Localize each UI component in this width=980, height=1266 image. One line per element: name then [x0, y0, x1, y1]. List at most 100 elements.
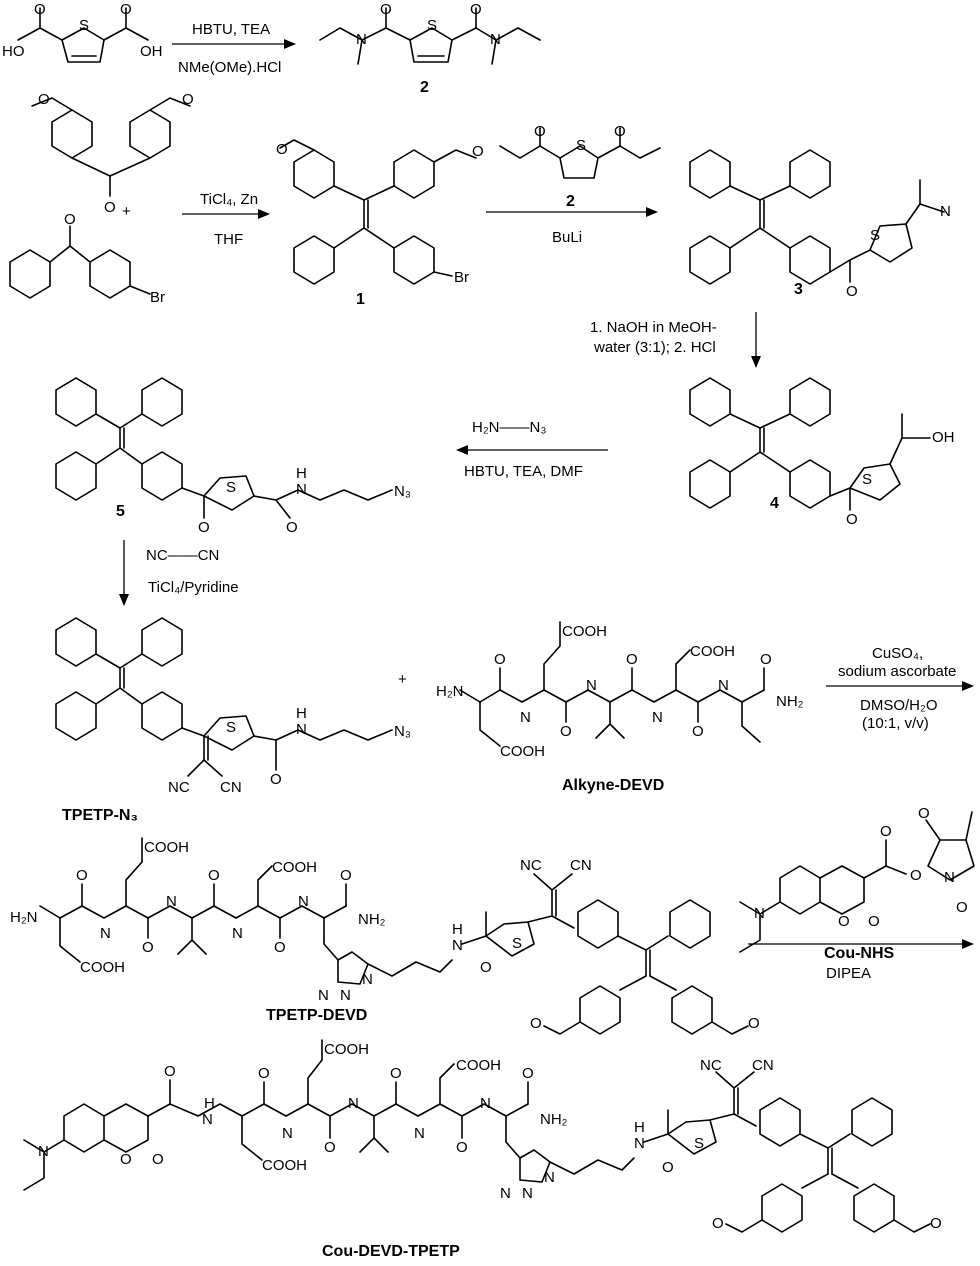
tpetp-n3-structure: NC CN O S N H N₃ TPETP-N₃ [55, 617, 411, 824]
o-label: O [274, 939, 286, 956]
o-label: O [390, 1065, 402, 1082]
s-label: S [870, 227, 880, 244]
o-label: O [64, 211, 76, 228]
o-label: O [324, 1139, 336, 1156]
o-label: O [258, 1065, 270, 1082]
compound-label-tpetp-devd: TPETP-DEVD [266, 1007, 367, 1024]
arrow-step6: NC——CN TiCl₄/Pyridine [119, 540, 239, 606]
o-label: O [846, 511, 858, 528]
o-label: O [164, 1063, 176, 1080]
compound-4-structure: O S OH 4 [689, 377, 955, 528]
o-label: O [522, 1065, 534, 1082]
n-label: N [282, 1125, 293, 1142]
h-label: H [296, 465, 307, 482]
o-label: O [76, 867, 88, 884]
o-label: O [38, 91, 50, 108]
s-label: S [512, 935, 522, 952]
cooh-label: COOH [272, 859, 317, 876]
arrow-step7: CuSO₄, sodium ascorbate DMSO/H₂O (10:1, … [826, 645, 974, 732]
s-label: S [862, 471, 872, 488]
compound-3-structure: O S N 3 [689, 149, 951, 300]
o-label: O [748, 1015, 760, 1032]
oh-label: OH [140, 43, 163, 60]
reagent-label: 1. NaOH in MeOH- [590, 319, 717, 336]
bis-methoxybenzophenone: O O O + [31, 91, 194, 220]
compound-2-structure: N N O O S 2 [319, 1, 541, 96]
n-label: N [356, 31, 367, 48]
o-label: O [34, 1, 46, 18]
n-label: N [490, 31, 501, 48]
o-label: O [104, 199, 116, 216]
oh-label: OH [932, 429, 955, 446]
cn-label: CN [752, 1057, 774, 1074]
nh2-label: NH₂ [540, 1111, 568, 1128]
o-label: O [270, 771, 282, 788]
n-label: N [362, 971, 373, 988]
n-label: N [296, 721, 307, 738]
reagent-label: HBTU, TEA, DMF [464, 463, 583, 480]
o-label: O [626, 651, 638, 668]
br-label: Br [454, 269, 469, 286]
cn-label: CN [570, 857, 592, 874]
cooh-label: COOH [456, 1057, 501, 1074]
o-label: O [868, 913, 880, 930]
compound-label-4: 4 [770, 495, 779, 512]
h2n-label: H₂N [10, 909, 38, 926]
bromobenzophenone: O Br [9, 211, 165, 306]
arrow-step3: O O S 2 BuLi [486, 123, 661, 246]
h2n-label: H₂N [436, 683, 464, 700]
cooh-label: COOH [324, 1041, 369, 1058]
o-label: O [120, 1151, 132, 1168]
cou-devd-tpetp-structure: O O O N N H O O O O O N N N N NH₂ COOH C… [23, 1039, 942, 1260]
nc-label: NC [168, 779, 190, 796]
o-label: O [918, 805, 930, 822]
reagent-label: NMe(OMe).HCl [178, 59, 281, 76]
s-label: S [226, 479, 236, 496]
reagent-label: H₂N——N₃ [472, 419, 546, 436]
cooh-label: COOH [500, 743, 545, 760]
o-label: O [456, 1139, 468, 1156]
s-label: S [427, 17, 437, 34]
o-label: O [276, 141, 288, 158]
o-label: O [846, 283, 858, 300]
compound-label-tpetp-n3: TPETP-N₃ [62, 807, 138, 824]
h-label: H [296, 705, 307, 722]
reagent-label: 2 [566, 193, 575, 210]
reagent-label: TiCl₄/Pyridine [148, 579, 239, 596]
nh2-label: NH₂ [776, 693, 804, 710]
reagent-label: TiCl₄, Zn [200, 191, 258, 208]
arrow-step2: TiCl₄, Zn THF [182, 191, 270, 248]
n-label: N [452, 937, 463, 954]
o-label: O [340, 867, 352, 884]
s-label: S [79, 17, 89, 34]
compound-label-3: 3 [794, 281, 803, 298]
reagent-label: water (3:1); 2. HCl [593, 339, 716, 356]
n-label: N [318, 987, 329, 1004]
n3-label: N₃ [394, 723, 411, 740]
o-label: O [712, 1215, 724, 1232]
o-label: O [286, 519, 298, 536]
compound-label-cou-nhs: Cou-NHS [824, 945, 895, 962]
n-label: N [480, 1095, 491, 1112]
compound-5-structure: O O S N H N₃ 5 [55, 377, 411, 536]
reagent-label: NC——CN [146, 547, 219, 564]
thiophene-dicarboxylic-acid: HO OH O O S [2, 1, 163, 63]
o-label: O [198, 519, 210, 536]
reagent-label: (10:1, v/v) [862, 715, 929, 732]
n3-label: N₃ [394, 483, 411, 500]
h-label: H [204, 1095, 215, 1112]
compound-label-1: 1 [356, 291, 365, 308]
n-label: N [718, 677, 729, 694]
o-label: O [530, 1015, 542, 1032]
o-label: O [560, 723, 572, 740]
cooh-label: COOH [262, 1157, 307, 1174]
n-label: N [652, 709, 663, 726]
n-label: N [38, 1143, 49, 1160]
o-label: O [692, 723, 704, 740]
n-label: N [414, 1125, 425, 1142]
o-label: O [880, 823, 892, 840]
s-label: S [226, 719, 236, 736]
compound-1-structure: O O Br 1 [276, 139, 484, 308]
o-label: O [534, 123, 546, 140]
n-label: N [520, 709, 531, 726]
